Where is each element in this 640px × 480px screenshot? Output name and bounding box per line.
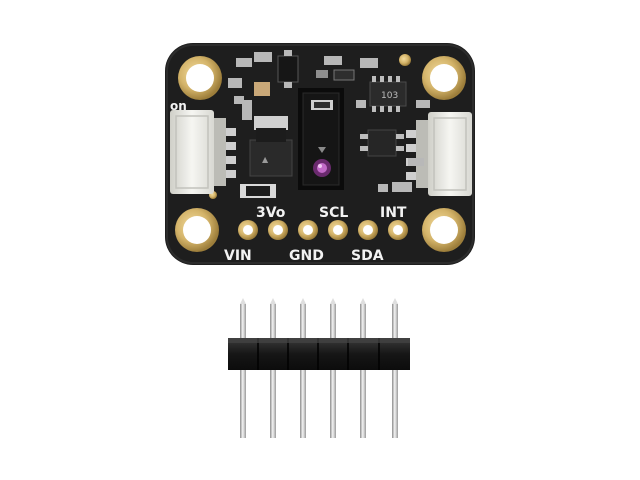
passive-components	[228, 50, 430, 198]
level-shifter-chip	[360, 129, 404, 157]
header-pins	[240, 298, 398, 438]
mounting-hole-bottom-right	[422, 208, 466, 252]
header-plastic-body	[228, 338, 410, 370]
pin-label-sda: SDA	[351, 248, 384, 264]
regulator-chip: ▲	[249, 116, 293, 177]
silkscreen-on-label: on	[170, 99, 187, 113]
pin-label-scl: SCL	[319, 205, 348, 221]
mounting-hole-top-left	[178, 56, 222, 100]
stemma-qt-connector-left	[170, 110, 236, 194]
optical-sensor	[298, 88, 344, 190]
pin-header-strip	[228, 298, 410, 438]
pin-label-int: INT	[380, 205, 407, 221]
eeprom-chip: 103	[369, 76, 407, 112]
sensor-breakout-board: ▲ 103	[165, 43, 475, 265]
mounting-hole-top-right	[422, 56, 466, 100]
pin-label-3vo: 3Vo	[256, 205, 286, 221]
mounting-hole-bottom-left	[175, 208, 219, 252]
chip-mark: 103	[381, 91, 398, 101]
header-pads	[238, 220, 408, 240]
pin-label-gnd: GND	[289, 248, 324, 264]
pin-label-vin: VIN	[224, 248, 252, 264]
svg-text:▲: ▲	[262, 155, 269, 164]
